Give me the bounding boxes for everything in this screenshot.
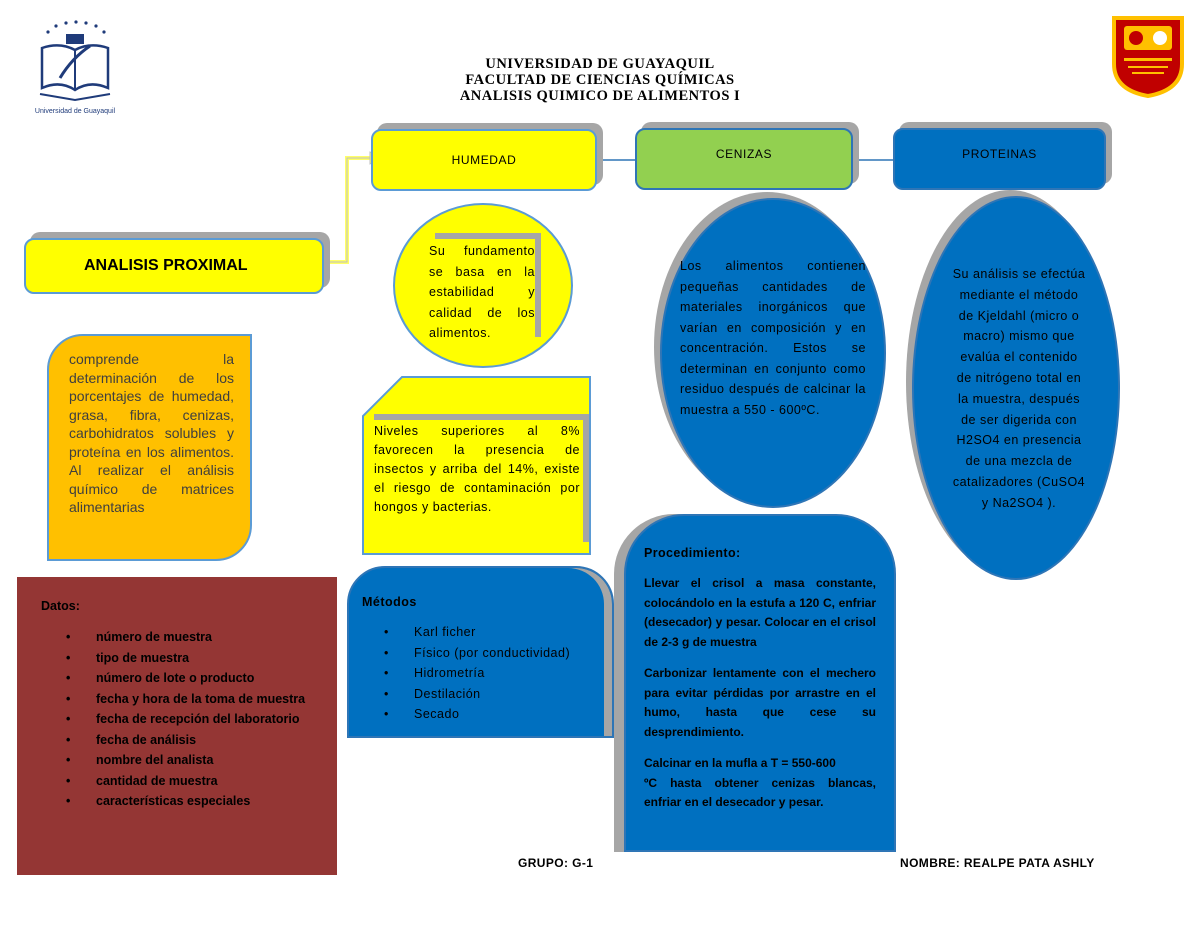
datos-item: número de muestra <box>66 627 327 648</box>
procedimiento-step-2: Carbonizar lentamente con el mechero par… <box>644 666 876 739</box>
footer-nombre: NOMBRE: REALPE PATA ASHLY <box>900 856 1095 870</box>
procedimiento-title: Procedimiento: <box>644 546 741 560</box>
proteinas-description-text: Su análisis se efectúa mediante el métod… <box>952 267 1086 510</box>
procedimiento-step-3b: ºC hasta obtener cenizas blancas, enfria… <box>644 775 876 810</box>
datos-item: tipo de muestra <box>66 648 327 669</box>
humedad-fundamento-circle: Su fundamento se basa en la estabilidad … <box>393 203 573 368</box>
node-analisis-proximal-label: ANALISIS PROXIMAL <box>84 257 248 274</box>
humedad-niveles-box: Niveles superiores al 8% favorecen la pr… <box>362 376 592 556</box>
procedimiento-step-3a: Calcinar en la mufla a T = 550-600 <box>644 756 836 770</box>
node-cenizas: CENIZAS <box>635 128 853 190</box>
proximal-description-box: comprende la determinación de los porcen… <box>47 334 252 561</box>
procedimiento-step-1: Llevar el crisol a masa constante, coloc… <box>644 576 876 649</box>
datos-box: Datos: número de muestra tipo de muestra… <box>17 577 337 875</box>
header-faculty: FACULTAD DE CIENCIAS QUÍMICAS <box>465 72 735 88</box>
proximal-description-text: comprende la determinación de los porcen… <box>69 351 234 515</box>
header-course: ANALISIS QUIMICO DE ALIMENTOS I <box>459 88 741 104</box>
faculty-seal-logo <box>1110 12 1186 99</box>
metodos-list: Karl ficher Físico (por conductividad) H… <box>362 622 598 725</box>
node-proteinas-label: PROTEINAS <box>962 147 1037 161</box>
datos-title: Datos: <box>41 599 80 613</box>
datos-item: fecha y hora de la toma de muestra <box>66 689 327 710</box>
university-logo: Universidad de Guayaquil <box>30 18 120 118</box>
proteinas-description-ellipse: Su análisis se efectúa mediante el métod… <box>912 196 1120 580</box>
node-cenizas-label: CENIZAS <box>715 147 773 161</box>
node-proteinas: PROTEINAS <box>893 128 1106 190</box>
metodos-item: Destilación <box>384 684 598 705</box>
page-header: UNIVERSIDAD DE GUAYAQUIL FACULTAD DE CIE… <box>340 56 860 104</box>
niveles-shape <box>362 376 591 555</box>
datos-item: fecha de análisis <box>66 730 327 751</box>
metodos-title: Métodos <box>362 595 417 609</box>
metodos-item: Físico (por conductividad) <box>384 643 598 664</box>
header-university: UNIVERSIDAD DE GUAYAQUIL <box>485 56 715 72</box>
shadow-bar <box>435 233 541 239</box>
node-analisis-proximal: ANALISIS PROXIMAL <box>24 238 324 294</box>
procedimiento-box: Procedimiento: Llevar el crisol a masa c… <box>624 514 896 852</box>
node-humedad-label: HUMEDAD <box>451 153 517 167</box>
footer-grupo: GRUPO: G-1 <box>518 856 594 870</box>
datos-item: número de lote o producto <box>66 668 327 689</box>
shadow-bar <box>535 233 541 337</box>
metodos-box: Métodos Karl ficher Físico (por conducti… <box>347 566 614 738</box>
node-humedad: HUMEDAD <box>371 129 597 191</box>
humedad-niveles-text: Niveles superiores al 8% favorecen la pr… <box>374 424 580 514</box>
cenizas-description-text: Los alimentos contienen pequeñas cantida… <box>680 259 866 417</box>
metodos-item: Secado <box>384 704 598 725</box>
logo-caption: Universidad de Guayaquil <box>35 108 116 115</box>
datos-item: fecha de recepción del laboratorio <box>66 709 327 730</box>
datos-item: cantidad de muestra <box>66 771 327 792</box>
metodos-item: Hidrometría <box>384 663 598 684</box>
metodos-item: Karl ficher <box>384 622 598 643</box>
datos-item: características especiales <box>66 791 327 812</box>
datos-item: nombre del analista <box>66 750 327 771</box>
humedad-fundamento-text: Su fundamento se basa en la estabilidad … <box>429 244 535 340</box>
cenizas-description-ellipse: Los alimentos contienen pequeñas cantida… <box>660 198 886 508</box>
datos-list: número de muestra tipo de muestra número… <box>41 627 327 812</box>
